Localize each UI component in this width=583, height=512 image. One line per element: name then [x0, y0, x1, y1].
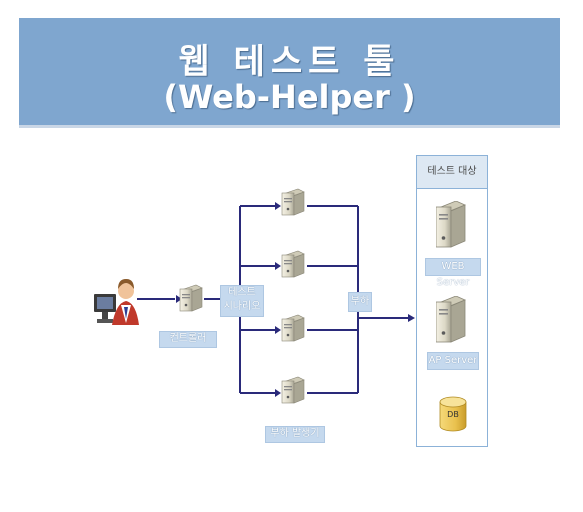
title-banner: 웹 테스트 툴 (Web-Helper ) [19, 18, 560, 128]
db-icon [439, 396, 467, 432]
db-label: DB [447, 410, 459, 419]
banner-title: 웹 테스트 툴 [178, 42, 401, 82]
controller-label: 컨트롤러 [159, 331, 217, 348]
load-generator-server-icon [281, 250, 305, 278]
load-label: 부하 [348, 292, 372, 312]
ap-server-icon [436, 296, 466, 343]
user-icon [94, 279, 139, 325]
controller-server-icon [179, 284, 203, 312]
ap-server-label: AP Server [427, 352, 479, 370]
arrowheads [176, 202, 415, 397]
banner-subtitle: (Web-Helper ) [163, 78, 416, 116]
test-target-panel: 테스트 대상 WEB Server AP Server DB [416, 155, 488, 447]
web-server-icon [436, 201, 466, 248]
load-generator-label: 부하 발생기 [265, 426, 325, 443]
load-generator-server-icon [281, 314, 305, 342]
load-generator-server-icon [281, 376, 305, 404]
scenario-label: 테스트 시나리오 [220, 285, 264, 317]
test-target-header: 테스트 대상 [417, 156, 487, 189]
web-server-label: WEB Server [425, 258, 481, 288]
load-generator-server-icon [281, 188, 305, 216]
